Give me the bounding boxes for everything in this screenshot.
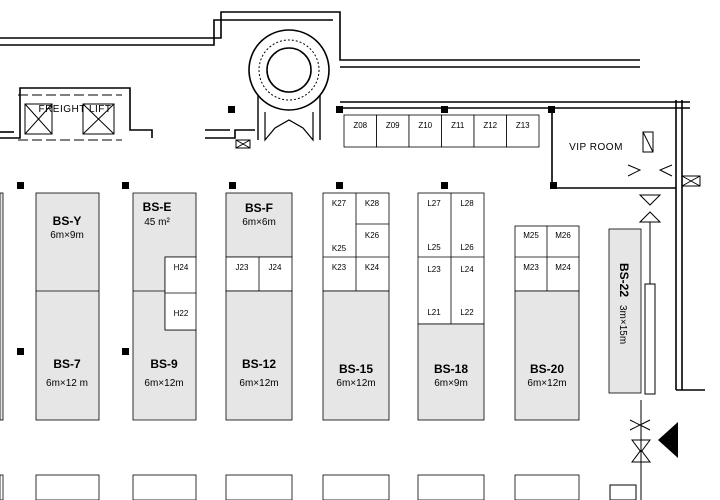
entrance-arrow-icon <box>658 422 678 458</box>
booth-bs-e-name: BS-E <box>143 200 172 214</box>
m-booth-block: M25 M26 M23 M24 <box>514 225 580 421</box>
booth-l25[interactable]: L25 <box>427 243 441 252</box>
revolving-entrance <box>235 29 330 149</box>
vip-room-label: VIP ROOM <box>569 142 623 153</box>
booth-k27[interactable]: K27 <box>332 199 347 208</box>
booth-bs-22-size: 3m×15m <box>617 305 628 344</box>
booth-k26[interactable]: K26 <box>365 231 380 240</box>
booth-bs-12[interactable]: BS-12 6m×12m <box>239 357 278 389</box>
booth-bs-y[interactable]: BS-Y 6m×9m <box>35 192 100 421</box>
booth-bs-20[interactable]: BS-20 6m×12m <box>527 362 566 389</box>
k-booth-block: K27 K28 K26 K25 K23 K24 <box>322 192 390 421</box>
booth-z12[interactable] <box>473 114 507 148</box>
booth-bs-12-size: 6m×12m <box>239 378 278 389</box>
booth-bs-20-name: BS-20 <box>530 362 564 376</box>
booth-bs-18[interactable]: BS-18 6m×9m <box>434 362 468 389</box>
booth-z13[interactable] <box>506 114 540 148</box>
booth-l27[interactable]: L27 <box>427 199 441 208</box>
booth-bs-9-size: 6m×12m <box>144 378 183 389</box>
booth-l21[interactable]: L21 <box>427 308 441 317</box>
booth-z09[interactable] <box>376 114 410 148</box>
booth-bs-15[interactable]: BS-15 6m×12m <box>336 362 375 389</box>
booth-z10-label: Z10 <box>418 121 432 130</box>
booth-z12-label: Z12 <box>483 121 497 130</box>
booth-h24[interactable]: H24 <box>174 263 189 272</box>
booth-l28[interactable]: L28 <box>460 199 474 208</box>
z-booth-row: Z08 Z09 Z10 Z11 Z12 Z13 <box>343 114 540 148</box>
booth-bs-y-name: BS-Y <box>53 214 82 228</box>
booth-bs-e-size: 45 m² <box>144 217 170 228</box>
booth-z08-label: Z08 <box>353 121 367 130</box>
edge-booths <box>0 192 580 500</box>
freight-lift <box>18 94 122 141</box>
booth-bs-22-name: BS-22 <box>617 263 631 297</box>
booth-bs-15-size: 6m×12m <box>336 378 375 389</box>
booth-m25[interactable]: M25 <box>523 231 539 240</box>
booth-bs-y-size: 6m×9m <box>50 230 84 241</box>
booth-k28[interactable]: K28 <box>365 199 380 208</box>
booth-bs-9[interactable]: BS-9 6m×12m <box>144 357 183 389</box>
vip-room-fixtures <box>609 131 701 500</box>
booth-m26[interactable]: M26 <box>555 231 571 240</box>
booth-z11-label: Z11 <box>451 121 465 130</box>
booth-h22[interactable]: H22 <box>174 309 189 318</box>
booth-l26[interactable]: L26 <box>460 243 474 252</box>
booth-bs-20-size: 6m×12m <box>527 378 566 389</box>
booth-bs-12-name: BS-12 <box>242 357 276 371</box>
booth-bs-f[interactable]: BS-F 6m×6m J23 J24 <box>225 192 293 421</box>
booth-bs-f-name: BS-F <box>245 201 273 215</box>
booth-k25[interactable]: K25 <box>332 244 347 253</box>
booth-l24[interactable]: L24 <box>460 265 474 274</box>
booth-j23[interactable]: J23 <box>236 263 249 272</box>
booth-m23[interactable]: M23 <box>523 263 539 272</box>
booth-z13-label: Z13 <box>516 121 530 130</box>
booth-bs-7-name: BS-7 <box>53 357 81 371</box>
booth-bs-18-size: 6m×9m <box>434 378 468 389</box>
booth-bs-7[interactable]: BS-7 6m×12 m <box>46 357 88 389</box>
l-booth-block: L27 L28 L25 L26 L23 L24 L21 L22 <box>417 192 485 421</box>
booth-bs-f-size: 6m×6m <box>242 217 276 228</box>
freight-lift-label: FREIGHT LIFT <box>38 104 111 115</box>
booth-j24[interactable]: J24 <box>269 263 282 272</box>
booth-z10[interactable] <box>408 114 442 148</box>
booth-z11[interactable] <box>441 114 475 148</box>
booth-k23[interactable]: K23 <box>332 263 347 272</box>
booth-bs-22[interactable]: BS-22 3m×15m <box>608 228 642 394</box>
booth-k24[interactable]: K24 <box>365 263 380 272</box>
booth-bs-e[interactable]: BS-E 45 m² H24 H22 <box>132 192 197 421</box>
booth-l23[interactable]: L23 <box>427 265 441 274</box>
booth-z09-label: Z09 <box>386 121 400 130</box>
booth-z08[interactable] <box>343 114 377 148</box>
booth-bs-7-size: 6m×12 m <box>46 378 88 389</box>
booth-l22[interactable]: L22 <box>460 308 474 317</box>
booth-bs-15-name: BS-15 <box>339 362 373 376</box>
booth-bs-9-name: BS-9 <box>150 357 178 371</box>
booth-bs-18-name: BS-18 <box>434 362 468 376</box>
booth-m24[interactable]: M24 <box>555 263 571 272</box>
